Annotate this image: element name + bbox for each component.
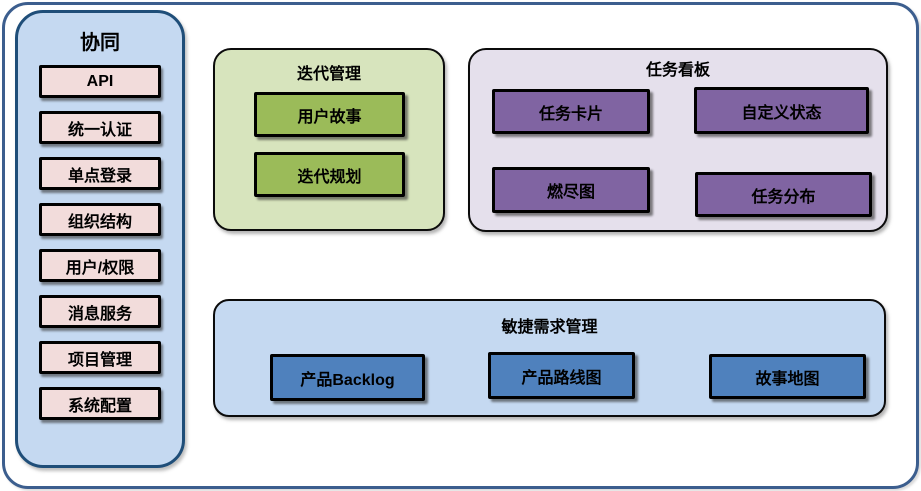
feature-product-roadmap: 产品路线图 xyxy=(488,352,635,399)
iteration-management-panel: 迭代管理 用户故事 迭代规划 xyxy=(213,48,445,231)
feature-task-card: 任务卡片 xyxy=(492,89,650,134)
task-board-panel: 任务看板 任务卡片 自定义状态 燃尽图 任务分布 xyxy=(468,48,888,232)
sidebar-item-unified-auth: 统一认证 xyxy=(39,111,161,144)
sidebar-item-org-structure: 组织结构 xyxy=(39,203,161,236)
agile-requirements-panel: 敏捷需求管理 产品Backlog 产品路线图 故事地图 xyxy=(213,299,886,417)
sidebar-item-user-permission: 用户/权限 xyxy=(39,249,161,282)
sidebar-item-api: API xyxy=(39,65,161,98)
sidebar-item-sso: 单点登录 xyxy=(39,157,161,190)
agile-panel-title: 敏捷需求管理 xyxy=(501,319,598,336)
sidebar-item-message-service: 消息服务 xyxy=(39,295,161,328)
feature-custom-status: 自定义状态 xyxy=(694,87,869,134)
sidebar-item-project-management: 项目管理 xyxy=(39,341,161,374)
iteration-panel-title: 迭代管理 xyxy=(296,66,361,83)
feature-iteration-planning: 迭代规划 xyxy=(254,152,405,197)
feature-user-story: 用户故事 xyxy=(254,92,405,137)
feature-burndown-chart: 燃尽图 xyxy=(492,167,650,213)
feature-product-backlog: 产品Backlog xyxy=(270,354,425,401)
feature-story-map: 故事地图 xyxy=(709,354,866,399)
sidebar-item-system-config: 系统配置 xyxy=(39,387,161,420)
sidebar-title: 协同 xyxy=(80,32,120,54)
sidebar-item-list: API 统一认证 单点登录 组织结构 用户/权限 消息服务 项目管理 系统配置 xyxy=(39,65,161,420)
feature-task-distribution: 任务分布 xyxy=(695,172,872,217)
taskboard-panel-title: 任务看板 xyxy=(645,62,710,79)
sidebar-collaboration-panel: 协同 API 统一认证 单点登录 组织结构 用户/权限 消息服务 项目管理 系统… xyxy=(15,10,185,468)
